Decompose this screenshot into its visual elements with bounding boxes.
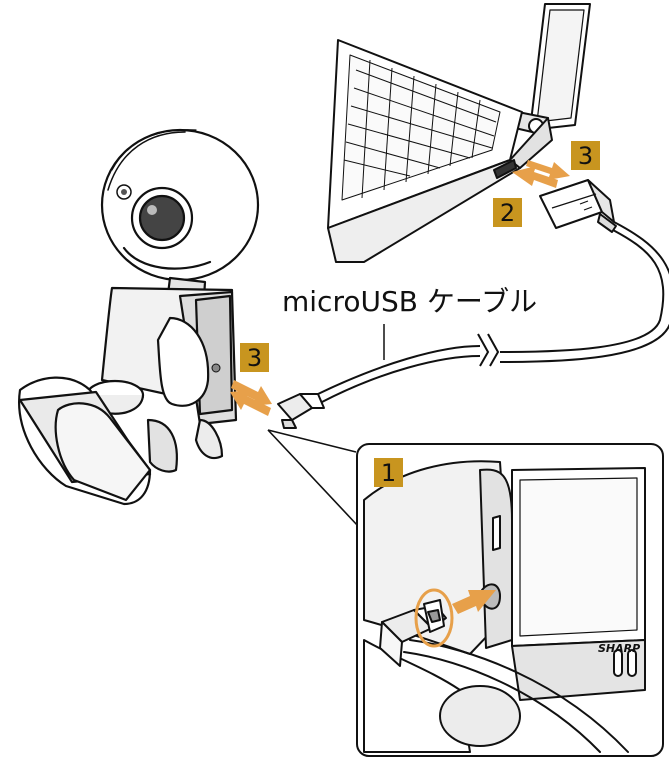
connector-highlight bbox=[414, 588, 454, 648]
step-badge-detail-1: 1 bbox=[374, 458, 403, 487]
robot-arrows bbox=[230, 380, 272, 416]
step-badge-laptop-2: 2 bbox=[493, 198, 522, 227]
arrow-out-laptop-icon bbox=[526, 160, 570, 180]
insert-arrow-icon bbox=[452, 590, 496, 614]
step-number: 1 bbox=[381, 459, 396, 487]
step-badge-robot-3: 3 bbox=[240, 343, 269, 372]
micro-usb-plug bbox=[277, 393, 325, 429]
robot-illustration bbox=[18, 128, 260, 506]
arrow-in-robot-icon bbox=[230, 390, 271, 416]
step-number: 3 bbox=[247, 344, 262, 372]
cable-label: microUSB ケーブル bbox=[282, 285, 537, 318]
step-badge-laptop-3: 3 bbox=[571, 141, 600, 170]
callout-leader bbox=[267, 429, 359, 527]
detail-inset: SHARP bbox=[356, 443, 664, 757]
step-number: 3 bbox=[578, 142, 593, 170]
usb-cable bbox=[317, 221, 669, 403]
brand-logo: SHARP bbox=[598, 642, 640, 655]
usb-a-plug bbox=[539, 179, 617, 233]
arrow-out-robot-icon bbox=[231, 380, 272, 406]
laptop-illustration bbox=[327, 3, 591, 263]
arrow-in-laptop-icon bbox=[512, 166, 558, 188]
laptop-arrows bbox=[512, 160, 570, 188]
step-number: 2 bbox=[500, 199, 515, 227]
